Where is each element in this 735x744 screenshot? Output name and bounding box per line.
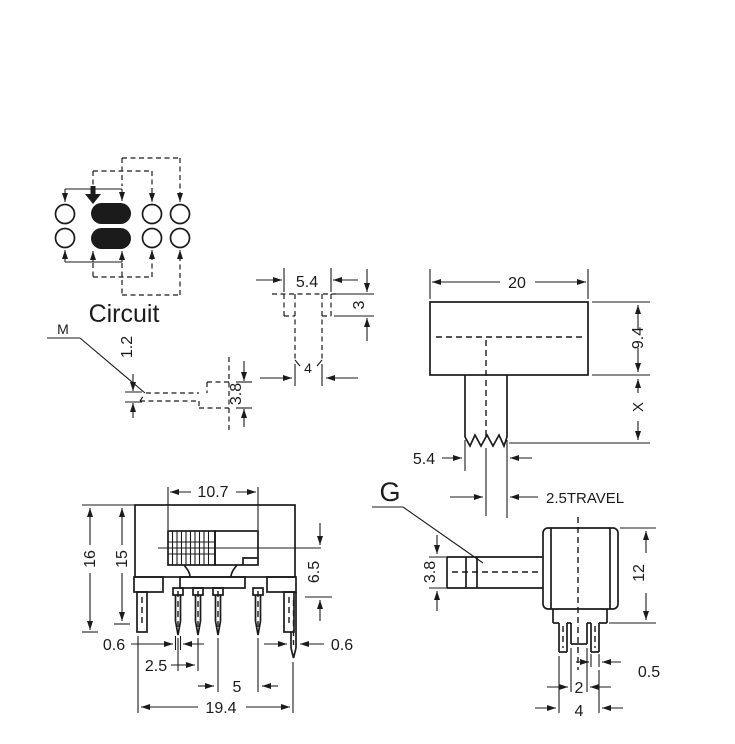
knurl-zigzag [464, 433, 508, 449]
switch-body-outline [542, 527, 619, 624]
actuator-top-view: 5.4 3 4 [256, 268, 374, 386]
dim-actuator-height: 3.8 [422, 535, 447, 611]
svg-text:3.8: 3.8 [228, 383, 245, 405]
circuit-link-dashed-top [92, 157, 183, 202]
terminal-circle [54, 227, 76, 249]
svg-text:5.4: 5.4 [413, 451, 435, 468]
svg-text:1.2: 1.2 [119, 336, 136, 358]
svg-text:3: 3 [351, 300, 368, 309]
dim-flange-height: 3.8 [228, 361, 252, 427]
dim-body-width: 20 [429, 269, 589, 299]
base-and-brackets [133, 576, 297, 659]
circuit-title: Circuit [89, 300, 160, 328]
pin [192, 587, 204, 636]
svg-text:3.8: 3.8 [422, 561, 439, 583]
terminal-circle [169, 227, 191, 249]
g-leader-line [402, 506, 484, 564]
svg-text:5.4: 5.4 [296, 274, 318, 291]
g-label: G [379, 477, 400, 507]
terminal-circle [54, 203, 76, 225]
svg-text:4: 4 [575, 703, 584, 720]
dim-actuator-length: X [630, 379, 647, 440]
dim-pin-width-right: 0.6 [264, 637, 353, 654]
body-top-view: 20 9.4 X 5.4 2.5TRA [413, 269, 650, 518]
dim-actuator-top-width: 5.4 [256, 268, 358, 292]
dim-body-height: 15 [114, 508, 131, 625]
dim-overall-height: 16 [82, 508, 99, 633]
m-detail-view: M 1.2 3.8 [47, 321, 252, 433]
svg-text:2.5: 2.5 [145, 658, 167, 675]
svg-text:X: X [630, 402, 647, 412]
pin [212, 587, 224, 636]
svg-text:2: 2 [575, 680, 584, 697]
moving-contact [91, 203, 131, 224]
side-pins [558, 623, 600, 653]
svg-text:4: 4 [304, 360, 312, 376]
position-arrow [85, 186, 101, 204]
dim-actuator-cap-depth: 3 [334, 269, 374, 341]
right-side-view: G [372, 477, 660, 720]
rear-pin-right [290, 592, 297, 659]
dim-slot-width: 10.7 [167, 484, 259, 530]
svg-text:10.7: 10.7 [197, 484, 228, 501]
svg-text:15: 15 [114, 550, 131, 568]
dim-flange-offset: 1.2 [119, 336, 142, 418]
m-label: M [57, 321, 69, 337]
svg-text:6.5: 6.5 [306, 561, 323, 583]
svg-text:19.4: 19.4 [205, 700, 236, 717]
dim-body-depth: 12 [609, 527, 656, 624]
dim-pin-gap: 5 [198, 638, 278, 696]
pin [172, 587, 184, 636]
switch-body-outline [429, 301, 589, 376]
flange-profile [139, 357, 230, 433]
circuit-link-dashed-bottom [92, 250, 183, 296]
actuator-stem [446, 556, 543, 589]
dim-pin-outer-span: 4 [535, 656, 623, 720]
dim-body-height: 9.4 [630, 305, 647, 372]
circuit-diagram: Circuit [54, 157, 191, 328]
svg-text:16: 16 [82, 550, 99, 568]
dim-travel: 2.5TRAVEL [450, 448, 624, 516]
moving-contact [91, 228, 131, 249]
dim-overall-width: 19.4 [137, 636, 294, 717]
dim-pin-width-left: 0.6 [103, 636, 204, 654]
svg-text:0.5: 0.5 [638, 664, 660, 681]
terminal-pins [172, 587, 264, 636]
dim-pin-pitch: 2.5 [145, 638, 199, 675]
svg-text:20: 20 [508, 275, 526, 292]
svg-text:0.6: 0.6 [103, 637, 125, 654]
svg-text:12: 12 [631, 564, 648, 582]
mount-lug-left [136, 591, 148, 633]
circuit-link-solid-bottom [62, 250, 125, 263]
dim-actuator-stem-width: 4 [260, 360, 358, 386]
terminal-circle [141, 227, 163, 249]
pin [252, 587, 264, 636]
terminal-circle [141, 203, 163, 225]
svg-text:9.4: 9.4 [630, 327, 647, 349]
svg-text:0.6: 0.6 [331, 637, 353, 654]
dim-pin-inner-span: 2 [547, 648, 611, 697]
front-view: 10.7 16 15 6.5 0.6 [82, 484, 353, 717]
svg-text:5: 5 [233, 679, 242, 696]
dim-stem-width: 5.4 [413, 440, 532, 518]
actuator-stem [464, 340, 508, 449]
svg-text:2.5TRAVEL: 2.5TRAVEL [546, 490, 624, 507]
dim-pin-thickness: 0.5 [576, 654, 660, 681]
circuit-link-solid-top [62, 186, 125, 204]
terminal-circle [169, 203, 191, 225]
dim-center-height: 6.5 [305, 523, 332, 621]
